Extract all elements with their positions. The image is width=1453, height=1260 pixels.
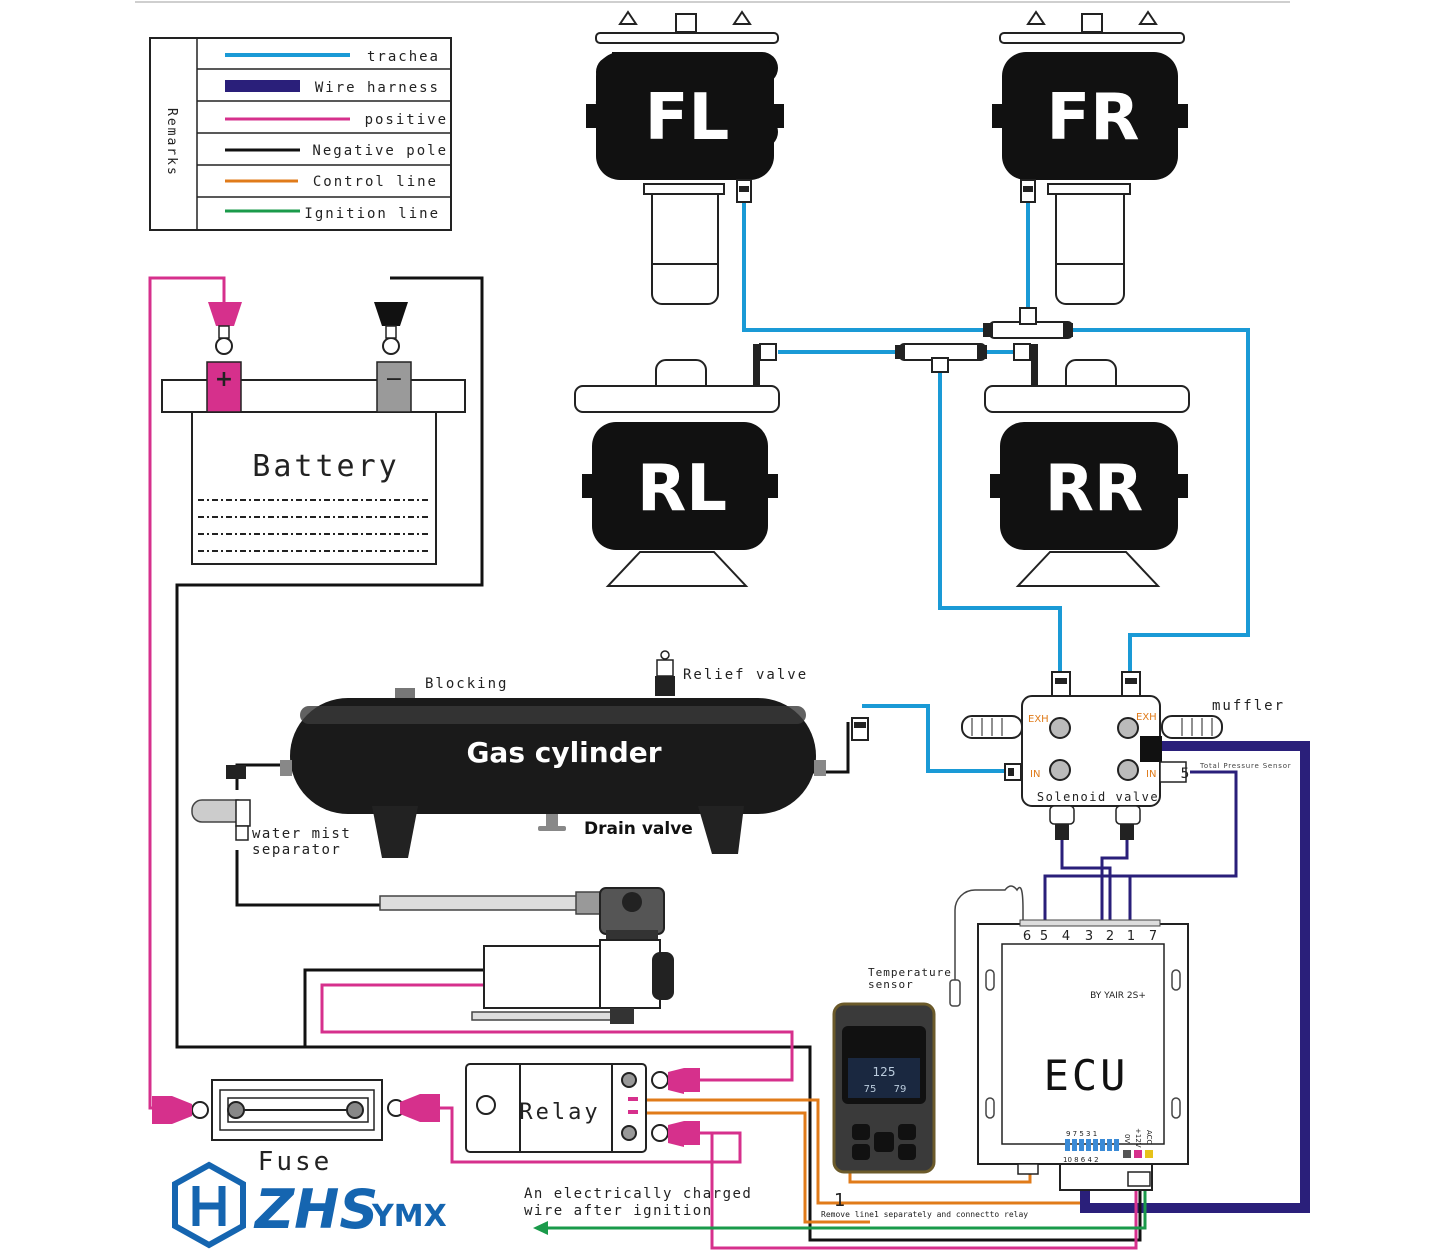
controller-reading-2a: 75 [864, 1084, 877, 1095]
airbag-fl-label: FL [645, 81, 730, 155]
brand-text-ymx: YMX [371, 1199, 447, 1234]
pressure-sensor-label: Total Pressure Sensor [1199, 762, 1291, 770]
ignition-note-line1: An electrically charged [524, 1186, 752, 1202]
ecu-pin-12v: +12V [1134, 1128, 1142, 1148]
in-left-label: IN [1030, 769, 1040, 780]
temperature-sensor: Temperature sensor [868, 885, 1024, 1007]
ecu-pin-1: 1 [1127, 929, 1135, 944]
ecu-pin-0v: 0V [1123, 1134, 1131, 1143]
ecu-pin-3: 3 [1085, 929, 1093, 944]
gas-cylinder-label: Gas cylinder [466, 736, 661, 769]
air-compressor [379, 887, 674, 1024]
airbag-fl: FL [586, 10, 784, 305]
controller-button-icon[interactable] [898, 1124, 916, 1140]
ecu-model: BY YAIR 2S+ [1090, 991, 1146, 1001]
ecu-dip-switches [1065, 1139, 1119, 1151]
airbag-fr-label: FR [1047, 81, 1140, 155]
airbag-rl: RL [574, 343, 780, 587]
ecu-pin-4: 4 [1062, 929, 1070, 944]
separator-label-line1: water mist [252, 826, 351, 842]
battery-plus-sign: + [215, 367, 233, 392]
ecu-pin-6: 6 [1023, 929, 1031, 944]
blocking-label: Blocking [425, 676, 508, 692]
muffler-label: muffler [1212, 698, 1285, 714]
separator-label-line2: separator [252, 842, 341, 858]
fuse: Fuse [152, 1079, 440, 1177]
wire-harness [1043, 741, 1310, 1213]
line1-note-number: 1 [834, 1190, 845, 1211]
ignition-note-line2: wire after ignition [524, 1203, 713, 1219]
airbag-rr-label: RR [1045, 452, 1144, 526]
solenoid-valve: muffler EXH EXH IN IN Solenoid valve 5 T… [961, 671, 1291, 840]
legend-label-trachea: trachea [367, 49, 440, 65]
ecu-label: ECU [1044, 1051, 1129, 1100]
legend-label-control: Control line [313, 174, 438, 190]
battery-positive-terminal [206, 361, 242, 413]
trachea-lines [742, 200, 1250, 773]
legend-label-positive: positive [365, 112, 448, 128]
negative-lines [175, 276, 1142, 1242]
ecu-dip-bottom: 10 8 6 4 2 [1063, 1156, 1099, 1164]
ecu-pin-5: 5 [1040, 929, 1048, 944]
brand-logo: ZHS YMX [172, 1161, 447, 1249]
legend-label-negative: Negative pole [312, 143, 448, 159]
legend-label-wire-harness: Wire harness [315, 80, 440, 96]
temp-sensor-label-line2: sensor [868, 978, 914, 991]
exh-right-label: EXH [1136, 712, 1157, 723]
controller-button-icon[interactable] [852, 1144, 870, 1160]
ecu-dip-top: 9 7 5 3 1 [1066, 1130, 1097, 1138]
controller-reading-2b: 79 [894, 1084, 907, 1095]
airbag-rl-label: RL [637, 452, 727, 526]
gas-cylinder: Gas cylinder Blocking Relief valve Drain… [280, 650, 869, 858]
fuse-label: Fuse [258, 1147, 333, 1177]
legend-title: Remarks [164, 108, 179, 177]
relay: Relay [465, 1063, 700, 1153]
battery-negative-terminal [376, 361, 412, 413]
tee-fittings [895, 307, 1073, 373]
relay-label: Relay [519, 1100, 600, 1125]
drain-valve-icon [538, 814, 566, 831]
controller-button-icon[interactable] [898, 1144, 916, 1160]
in-right-label: IN [1146, 769, 1156, 780]
controller-button-icon[interactable] [874, 1132, 894, 1152]
drain-valve-label: Drain valve [584, 819, 693, 839]
battery-label: Battery [252, 449, 399, 484]
relief-valve-label: Relief valve [683, 667, 808, 683]
solenoid-label: Solenoid valve [1037, 790, 1159, 804]
port-5-label: 5 [1181, 766, 1190, 782]
brand-text-zhs: ZHS [253, 1178, 378, 1241]
water-mist-separator: water mist separator [191, 765, 351, 858]
negative-clamp-icon [374, 302, 408, 326]
ecu-pin-7: 7 [1149, 929, 1157, 944]
ecu: 6 5 4 3 2 1 7 BY YAIR 2S+ ECU 9 7 5 3 1 … [977, 919, 1189, 1191]
controller-button-icon[interactable] [852, 1124, 870, 1140]
battery-minus-sign: − [385, 367, 403, 392]
positive-clamp-icon [208, 302, 242, 326]
controller-reading-1: 125 [873, 1065, 896, 1079]
exh-left-label: EXH [1028, 714, 1049, 725]
line1-note-text: Remove line1 separately and connectto re… [821, 1210, 1028, 1219]
battery: + − Battery [161, 302, 466, 565]
airbag-rr: RR [984, 343, 1190, 587]
ecu-pin-acc: ACC [1145, 1130, 1153, 1145]
relief-valve-icon [655, 650, 675, 696]
brand-logo-icon [172, 1161, 246, 1249]
remote-controller: 125 75 79 [832, 1002, 936, 1174]
temp-sensor-label-line1: Temperature [868, 966, 952, 979]
ecu-pin-2: 2 [1106, 929, 1114, 944]
airbag-fr: FR [992, 10, 1188, 305]
legend-label-ignition: Ignition line [304, 206, 440, 222]
ignition-line [533, 1190, 1147, 1235]
legend: Remarks trachea Wire harness positive Ne… [149, 37, 452, 231]
